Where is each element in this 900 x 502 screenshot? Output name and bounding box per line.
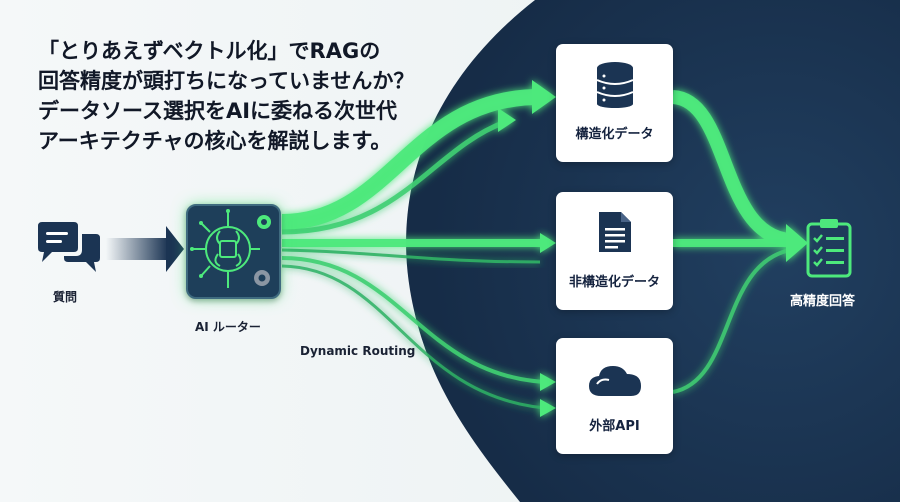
ai-router-node	[186, 204, 281, 299]
answer-label: 高精度回答	[790, 294, 856, 309]
headline-line-2: 回答精度が頭打ちになっていませんか？	[38, 69, 415, 93]
flow-to-external-api	[281, 256, 556, 417]
database-icon	[596, 62, 633, 108]
question-label: 質問	[53, 290, 78, 304]
headline-line-3: データソース選択をAIに委ねる次世代	[38, 99, 398, 123]
document-icon	[598, 212, 631, 252]
ai-router-label: AI ルーター	[195, 320, 261, 334]
dynamic-routing-label: Dynamic Routing	[300, 344, 416, 358]
cloud-icon	[588, 366, 641, 396]
flow-to-answer	[671, 90, 808, 394]
question-to-router-arrow	[106, 226, 184, 272]
flow-to-structured-data	[281, 80, 556, 235]
gear-icon-top	[257, 215, 271, 229]
headline-line-4: アーキテクチャの核心を解説します。	[38, 129, 392, 153]
headline: 「とりあえずベクトル化」でRAGの 回答精度が頭打ちになっていませんか？ データ…	[38, 36, 418, 156]
headline-line-1: 「とりあえずベクトル化」でRAGの	[38, 39, 381, 63]
flow-to-unstructured-data	[281, 233, 556, 264]
external-api-label: 外部API	[589, 419, 640, 434]
structured-data-card: 構造化データ	[556, 44, 673, 162]
unstructured-data-label: 非構造化データ	[568, 275, 660, 290]
gear-icon-bottom	[254, 270, 270, 286]
chat-bubbles-icon	[38, 222, 100, 272]
unstructured-data-card: 非構造化データ	[556, 192, 673, 310]
question-node	[36, 222, 106, 276]
brain-chip-gears-icon	[190, 209, 271, 288]
structured-data-label: 構造化データ	[575, 127, 654, 142]
answer-node	[805, 216, 853, 278]
external-api-card: 外部API	[556, 338, 673, 454]
checklist-clipboard-icon	[806, 219, 852, 278]
